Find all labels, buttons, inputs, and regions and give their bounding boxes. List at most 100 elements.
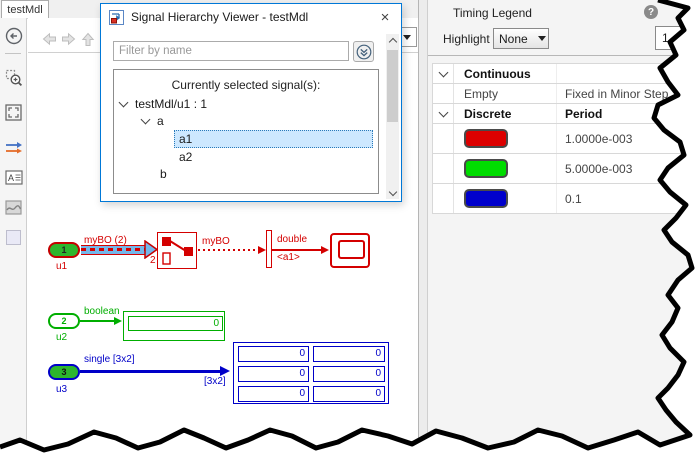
inport-3-block[interactable]: 3 <box>48 364 80 380</box>
help-icon[interactable]: ? <box>644 5 658 19</box>
switch-port-label: 2 <box>150 255 156 266</box>
matrix-dims-label: [3x2] <box>204 376 226 387</box>
scroll-down-icon[interactable] <box>386 186 399 199</box>
rate-color-swatch <box>464 159 508 178</box>
section-name: Continuous <box>454 64 557 83</box>
chevron-down-icon[interactable] <box>140 114 151 125</box>
inport-2-block[interactable]: 2 <box>48 313 80 329</box>
panel-splitter[interactable] <box>418 0 428 445</box>
tree-header: Currently selected signal(s): <box>171 78 321 92</box>
torn-button-label: 1 <box>662 31 669 45</box>
annotation-icon[interactable]: A <box>4 168 23 187</box>
display-cell: 0 <box>238 346 309 362</box>
nav-forward-icon[interactable] <box>61 32 76 51</box>
rate-value: 1.0000e-003 <box>565 131 633 146</box>
display-cell: 0 <box>238 366 309 382</box>
highlight-value: None <box>499 31 528 46</box>
cell-text: Empty <box>454 84 557 103</box>
display-cell: 0 <box>313 386 385 402</box>
zoom-region-icon[interactable] <box>4 68 23 87</box>
table-row[interactable]: Continuous <box>433 64 699 84</box>
chevron-down-icon[interactable] <box>438 67 448 77</box>
scope-screen <box>338 240 365 259</box>
inport-1-block[interactable]: 1 <box>48 242 80 258</box>
highlight-label: Highlight <box>443 32 490 46</box>
section-name: Discrete <box>454 104 557 123</box>
table-row[interactable]: Discrete Period <box>433 104 699 124</box>
tree-node-a[interactable]: a <box>140 114 164 128</box>
cell-text: Fixed in Minor Step <box>565 86 669 101</box>
chevron-down-icon <box>403 34 411 40</box>
panel-separator <box>428 55 700 56</box>
palette-separator <box>5 53 21 54</box>
arrowhead-icon <box>220 366 230 376</box>
panel-title: Timing Legend <box>453 6 532 20</box>
torn-edge-button[interactable]: 1 <box>655 26 700 50</box>
display-cell: 0 <box>313 366 385 382</box>
svg-text:A: A <box>8 173 14 183</box>
inport-1-number: 1 <box>61 245 67 255</box>
selected-signal-label: <a1> <box>277 252 300 263</box>
tab-testmdl[interactable]: testMdl <box>1 0 49 18</box>
tree-node-root[interactable]: testMdl/u1 : 1 <box>118 97 208 111</box>
display-block-matrix[interactable]: 0 0 0 0 0 0 <box>233 342 389 404</box>
nav-up-icon[interactable] <box>81 32 95 52</box>
boolean-label: boolean <box>84 306 120 317</box>
palette-toolbar: A <box>0 18 27 445</box>
table-row[interactable]: 0.1 <box>433 184 699 214</box>
bus-signal-highlighted[interactable] <box>81 245 145 255</box>
dialog-titlebar[interactable]: Signal Hierarchy Viewer - testMdl <box>101 4 401 30</box>
back-circle-icon[interactable] <box>4 26 23 45</box>
double-chevron-down-icon <box>356 44 371 59</box>
filter-options-button[interactable] <box>353 41 374 62</box>
table-row[interactable]: 5.0000e-003 <box>433 154 699 184</box>
display-cell: 0 <box>238 386 309 402</box>
index-switch-block[interactable] <box>157 232 197 269</box>
table-row[interactable]: Empty Fixed in Minor Step <box>433 84 699 104</box>
dialog-title: Signal Hierarchy Viewer - testMdl <box>131 10 309 24</box>
inport-2-label: u2 <box>56 332 68 343</box>
rate-color-swatch <box>464 129 508 148</box>
highlight-dropdown[interactable]: None <box>493 28 549 49</box>
chevron-down-icon <box>537 36 546 41</box>
chevron-down-icon[interactable] <box>438 107 448 117</box>
tree-item-a2[interactable]: a2 <box>179 150 193 164</box>
signal-tree: Currently selected signal(s): testMdl/u1… <box>113 69 379 194</box>
pin-icon[interactable] <box>679 3 691 17</box>
fit-to-view-icon[interactable] <box>4 103 23 122</box>
scrollbar-thumb[interactable] <box>387 50 398 122</box>
scroll-up-icon[interactable] <box>386 34 399 47</box>
sample-time-arrows-icon[interactable] <box>4 138 23 157</box>
inport-3-number: 3 <box>61 367 67 377</box>
tree-node-label: testMdl/u1 : 1 <box>135 97 208 111</box>
filter-input[interactable] <box>113 41 349 61</box>
timing-legend-panel: Timing Legend ? Highlight None 1 Continu… <box>428 0 700 445</box>
chevron-down-icon[interactable] <box>118 97 129 108</box>
rate-color-swatch <box>464 189 508 208</box>
display-block-scalar[interactable]: 0 <box>123 311 225 341</box>
close-icon[interactable]: × <box>380 8 390 26</box>
boolean-signal-line[interactable] <box>80 320 116 322</box>
display-value: 0 <box>128 316 223 331</box>
image-icon[interactable] <box>4 198 23 217</box>
bus-out-label: myBO <box>202 236 230 247</box>
area-icon[interactable] <box>4 228 23 247</box>
inport-2-number: 2 <box>61 316 67 326</box>
tree-node-label: a <box>157 114 164 128</box>
matrix-signal-line[interactable] <box>80 370 221 373</box>
nav-back-icon[interactable] <box>42 32 57 51</box>
rate-value: 0.1 <box>565 191 582 206</box>
tree-item-a1-selected[interactable]: a1 <box>174 130 373 148</box>
selected-signal-line[interactable] <box>272 249 321 251</box>
table-row[interactable]: 1.0000e-003 <box>433 124 699 154</box>
bus-out-signal[interactable] <box>198 249 258 251</box>
inport-1-label: u1 <box>56 261 68 272</box>
timing-legend-table: Continuous Empty Fixed in Minor Step Dis… <box>432 63 700 214</box>
tab-label: testMdl <box>7 3 43 16</box>
matrix-type-label: single [3x2] <box>84 354 135 365</box>
rate-value: 5.0000e-003 <box>565 161 633 176</box>
scope-block[interactable] <box>330 233 370 268</box>
dialog-scrollbar[interactable] <box>386 34 399 199</box>
tree-item-b[interactable]: b <box>160 167 167 181</box>
